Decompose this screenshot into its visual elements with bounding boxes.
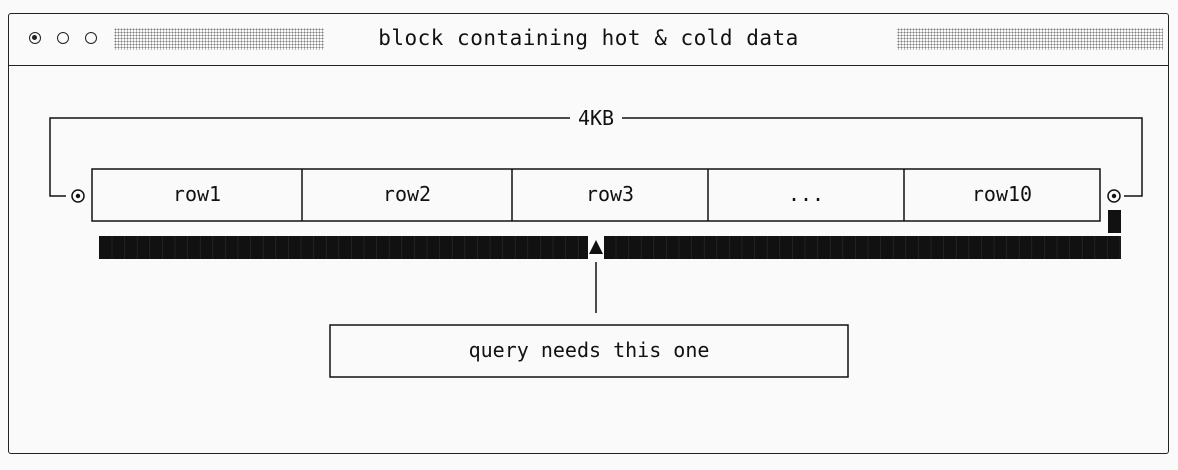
block-end-marker [1108, 210, 1121, 233]
loaded-data-bar-segments [111, 236, 1121, 259]
callout-box [329, 324, 849, 378]
zoom-icon[interactable] [85, 32, 97, 44]
row-cell-label: row3 [586, 182, 634, 206]
titlebar-pattern-right [897, 28, 1163, 50]
bracket-end-right-dot [1111, 193, 1117, 199]
size-bracket-right [622, 117, 1143, 197]
row-cell-label: row2 [383, 182, 431, 206]
window-title: block containing hot & cold data [378, 26, 799, 50]
loaded-data-bar [99, 236, 1121, 259]
titlebar-pattern-left [114, 28, 324, 50]
size-label: 4KB [578, 106, 614, 130]
bracket-end-left-dot [75, 193, 81, 199]
minimize-icon[interactable] [57, 32, 69, 44]
window: block containing hot & cold data [8, 13, 1169, 454]
rows-block [91, 168, 1101, 222]
row-cell-label: row10 [972, 182, 1032, 206]
pointer-arrow-icon [589, 240, 603, 254]
row-cell-label: row1 [173, 182, 221, 206]
title-bar[interactable]: block containing hot & cold data [9, 14, 1168, 66]
row-cell-label: ... [788, 182, 824, 206]
size-bracket-left [49, 117, 570, 197]
close-icon[interactable] [29, 32, 41, 44]
callout-text: query needs this one [469, 338, 710, 362]
